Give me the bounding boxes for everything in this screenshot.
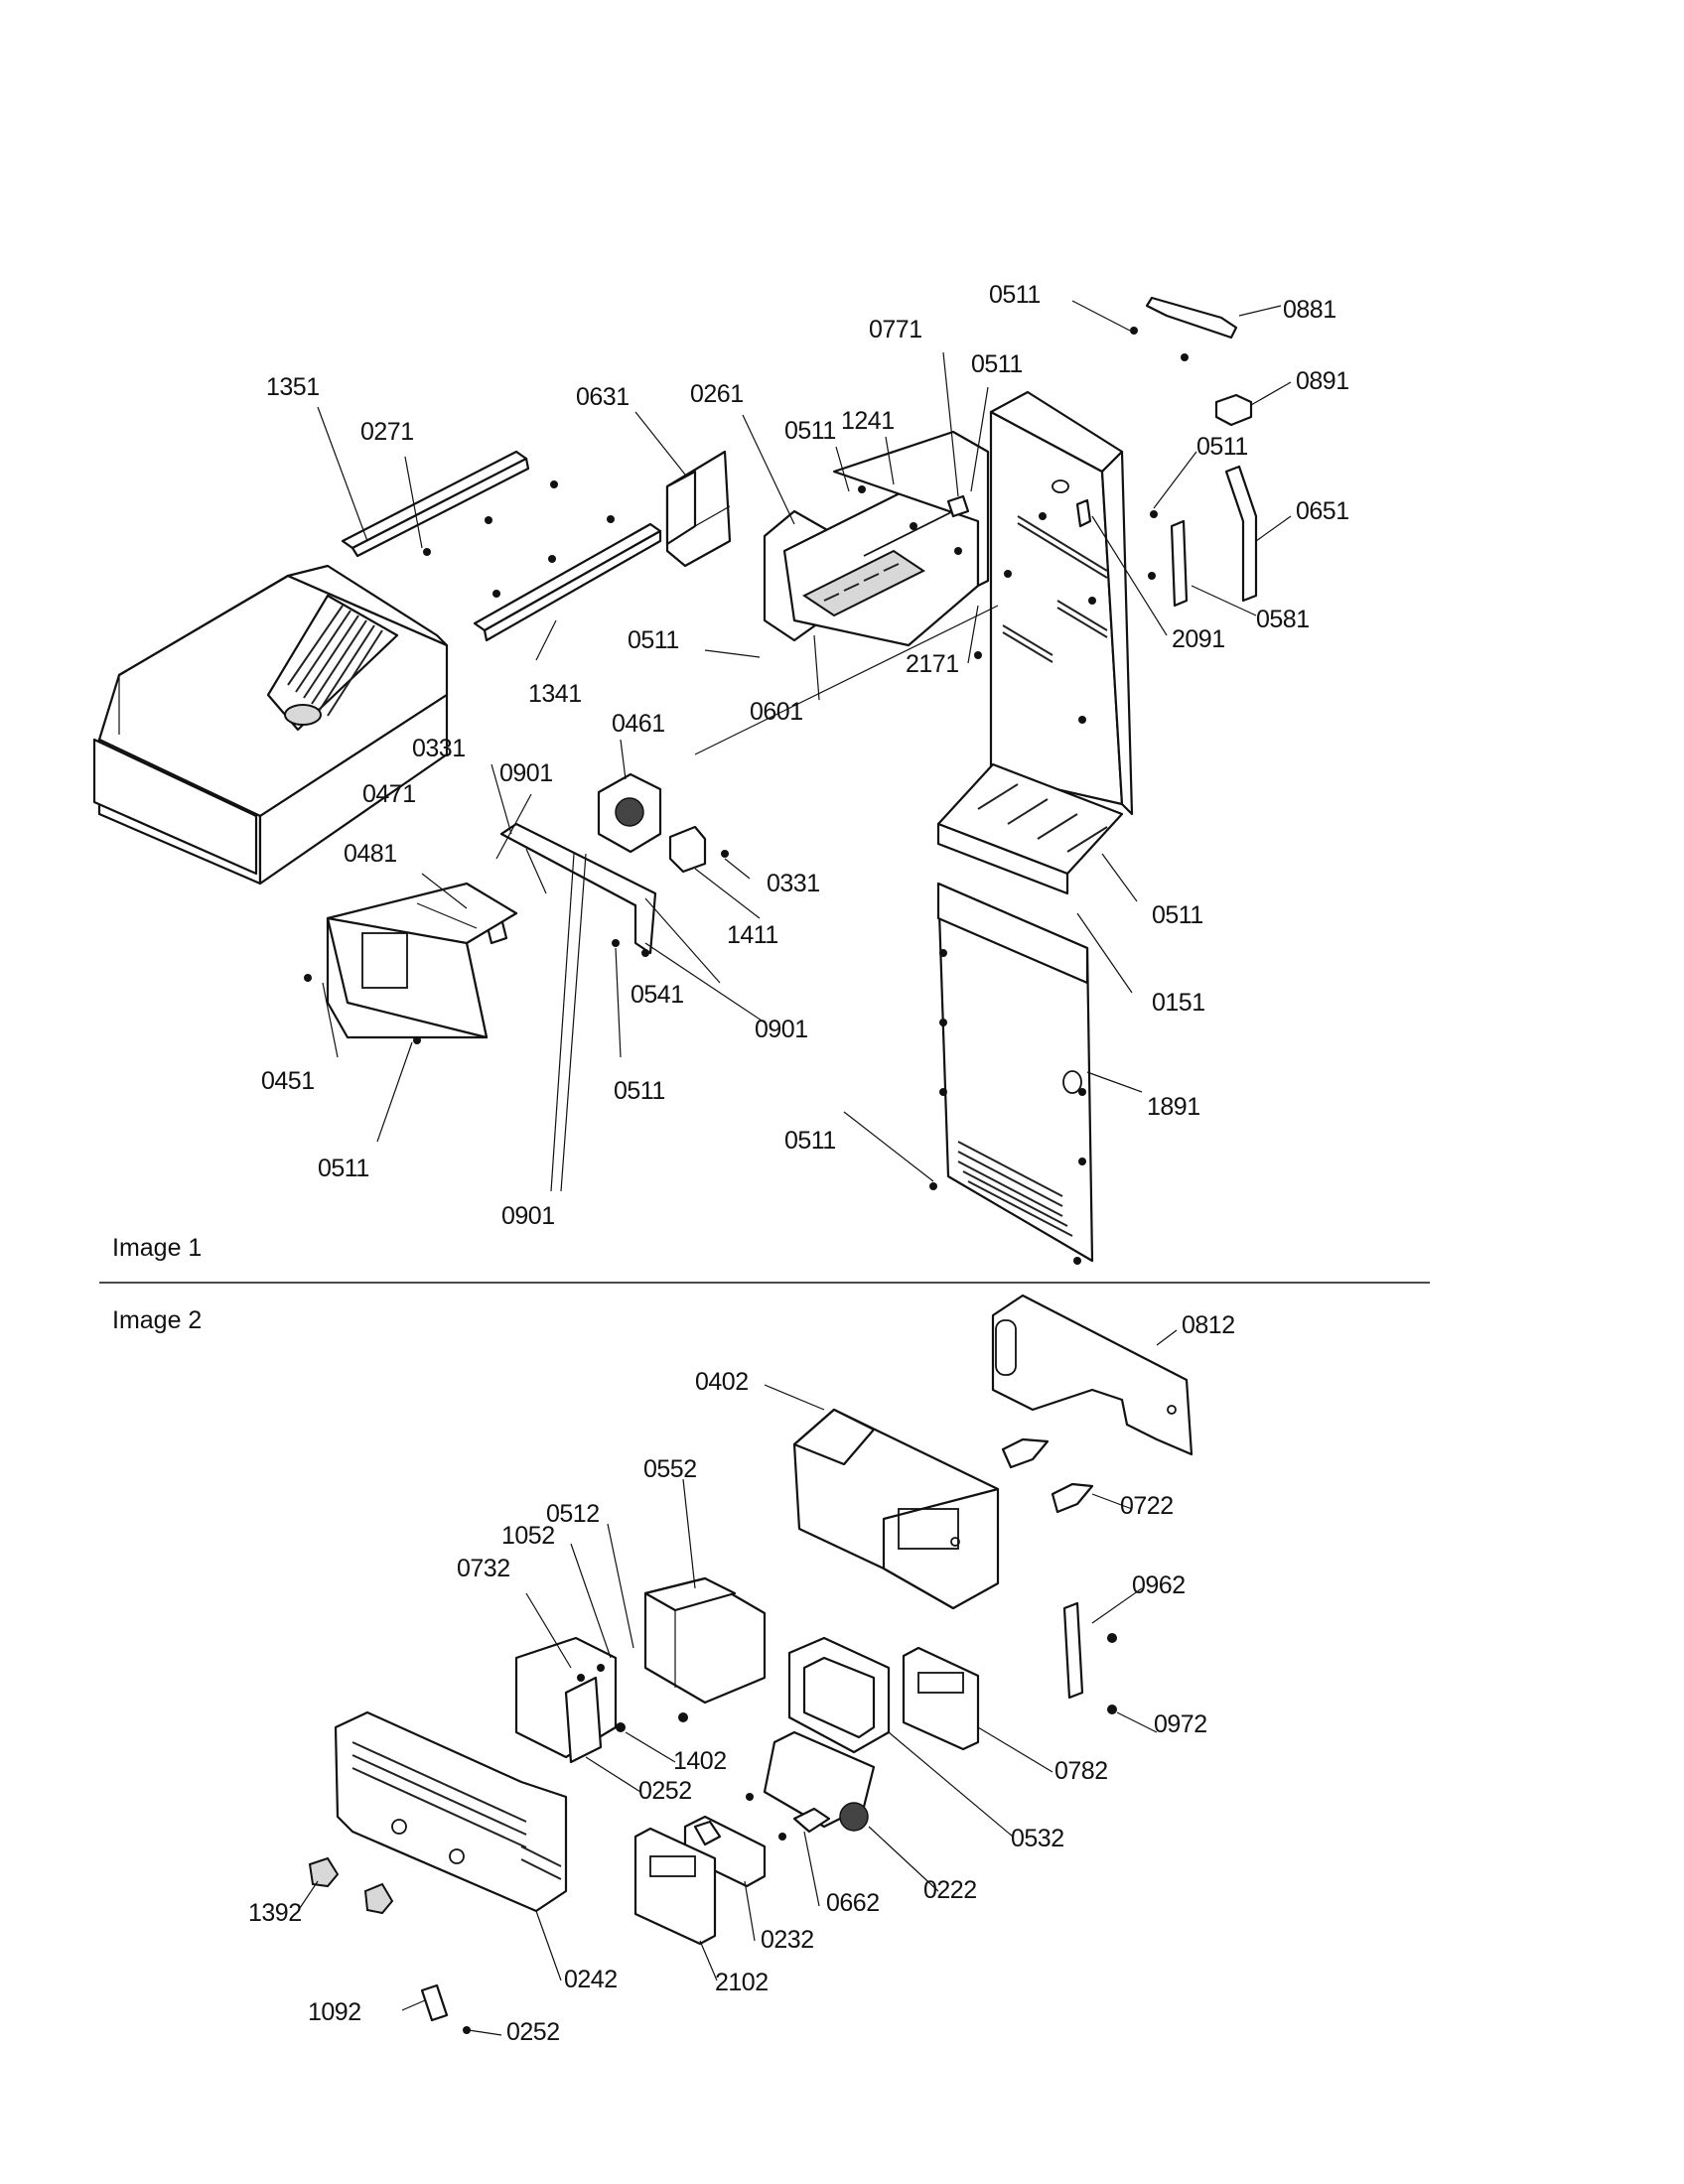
image1-exploded-view: [92, 296, 1258, 1265]
clip-2091: [1075, 498, 1092, 528]
callout-0511: 0511: [628, 626, 679, 654]
callout-0512: 0512: [546, 1500, 600, 1528]
housing-0402: [792, 1408, 1000, 1610]
callout-0552: 0552: [643, 1455, 697, 1483]
callout-0891: 0891: [1296, 367, 1349, 395]
ice-bucket: [92, 564, 449, 886]
callout-0252: 0252: [638, 1777, 692, 1805]
callout-2091: 2091: [1172, 625, 1225, 653]
callout-0402: 0402: [695, 1368, 749, 1396]
callout-0461: 0461: [612, 710, 665, 738]
callout-0732: 0732: [457, 1555, 510, 1582]
callout-0271: 0271: [360, 418, 414, 446]
callout-1341: 1341: [528, 680, 582, 708]
rail-1351: [341, 450, 558, 558]
image2-callouts: 0812 0402 0552 0722 0512 1052 0732 0962 …: [248, 1311, 1235, 2046]
callout-0511: 0511: [318, 1155, 369, 1182]
callout-0581: 0581: [1256, 606, 1310, 633]
callout-0511: 0511: [614, 1077, 665, 1105]
callout-0651: 0651: [1296, 497, 1349, 525]
callout-0722: 0722: [1120, 1492, 1174, 1520]
callout-0662: 0662: [826, 1889, 880, 1917]
bracket-0881: [1130, 296, 1238, 361]
section-title-image2: Image 2: [112, 1306, 202, 1334]
strap-0962: [1062, 1601, 1117, 1714]
callout-1392: 1392: [248, 1899, 302, 1927]
frame-0782: [902, 1646, 980, 1751]
callout-2171: 2171: [906, 650, 959, 678]
callout-0881: 0881: [1283, 296, 1336, 324]
callout-0232: 0232: [761, 1926, 814, 1954]
ice-maker-0261: [763, 430, 990, 647]
callout-0901: 0901: [755, 1016, 808, 1043]
callout-1351: 1351: [266, 373, 320, 401]
image1-callouts: 0511 0881 0891 0771 0511 1351 0631 0261 …: [261, 281, 1349, 1230]
callout-0151: 0151: [1152, 989, 1205, 1017]
bracket-0732: [514, 1636, 688, 1764]
callout-0901: 0901: [501, 1202, 555, 1230]
image2-exploded-view: [308, 1294, 1193, 2034]
back-panel: [974, 390, 1134, 816]
image2-leader-lines: [297, 1329, 1178, 2036]
bracket-0581: [1148, 510, 1189, 608]
callout-1052: 1052: [501, 1522, 555, 1550]
callout-2102: 2102: [715, 1969, 769, 1996]
callout-1411: 1411: [727, 921, 778, 949]
callout-1241: 1241: [841, 407, 895, 435]
callout-0222: 0222: [923, 1876, 977, 1904]
callout-1092: 1092: [308, 1998, 361, 2026]
callout-0511: 0511: [784, 417, 836, 445]
callout-0331: 0331: [767, 870, 820, 897]
section-title-image1: Image 1: [112, 1234, 202, 1262]
knob-1392: [308, 1856, 394, 1915]
front-panel-0242: [334, 1710, 568, 1913]
callout-0782: 0782: [1054, 1757, 1108, 1785]
plate-2102: [633, 1827, 717, 1946]
rail-1341: [473, 515, 662, 642]
bracket-0812: [991, 1294, 1193, 1456]
callout-0451: 0451: [261, 1067, 315, 1095]
bracket-0552: [643, 1576, 767, 1705]
callout-0601: 0601: [750, 698, 803, 726]
motor-0461: [597, 772, 662, 854]
callout-0481: 0481: [344, 840, 397, 868]
pin-0662: [746, 1793, 831, 1841]
callout-0511: 0511: [1196, 433, 1248, 461]
pins-0722: [1001, 1437, 1094, 1514]
callout-0812: 0812: [1182, 1311, 1235, 1339]
callout-0541: 0541: [631, 981, 684, 1009]
tube-0651: [1224, 465, 1258, 603]
bracket-0631: [665, 450, 732, 568]
housing-0451: [304, 882, 518, 1044]
callout-0972: 0972: [1154, 1710, 1207, 1738]
callout-0532: 0532: [1011, 1825, 1064, 1852]
callout-0511: 0511: [971, 350, 1023, 378]
callout-0631: 0631: [576, 383, 630, 411]
callout-0261: 0261: [690, 380, 744, 408]
callout-0471: 0471: [362, 780, 416, 808]
callout-0511: 0511: [1152, 901, 1203, 929]
panel-0151: [936, 762, 1124, 895]
clip-1092: [420, 1983, 471, 2034]
callout-0511: 0511: [989, 281, 1041, 309]
callout-1891: 1891: [1147, 1093, 1200, 1121]
chute-0532: [787, 1636, 891, 1754]
block-1411: [668, 825, 729, 874]
callout-1402: 1402: [673, 1747, 727, 1775]
actuator-0222: [763, 1730, 876, 1832]
block-0891: [1214, 393, 1253, 427]
callout-0771: 0771: [869, 316, 922, 343]
callout-0962: 0962: [1132, 1571, 1186, 1599]
panel-1891: [929, 882, 1094, 1265]
callout-0511: 0511: [784, 1127, 836, 1155]
image1-leader-lines: [317, 300, 1292, 1192]
callout-0242: 0242: [564, 1966, 618, 1993]
plug-0771: [946, 494, 970, 518]
callout-0252: 0252: [506, 2018, 560, 2046]
callout-0331: 0331: [412, 735, 466, 762]
callout-0901: 0901: [499, 759, 553, 787]
